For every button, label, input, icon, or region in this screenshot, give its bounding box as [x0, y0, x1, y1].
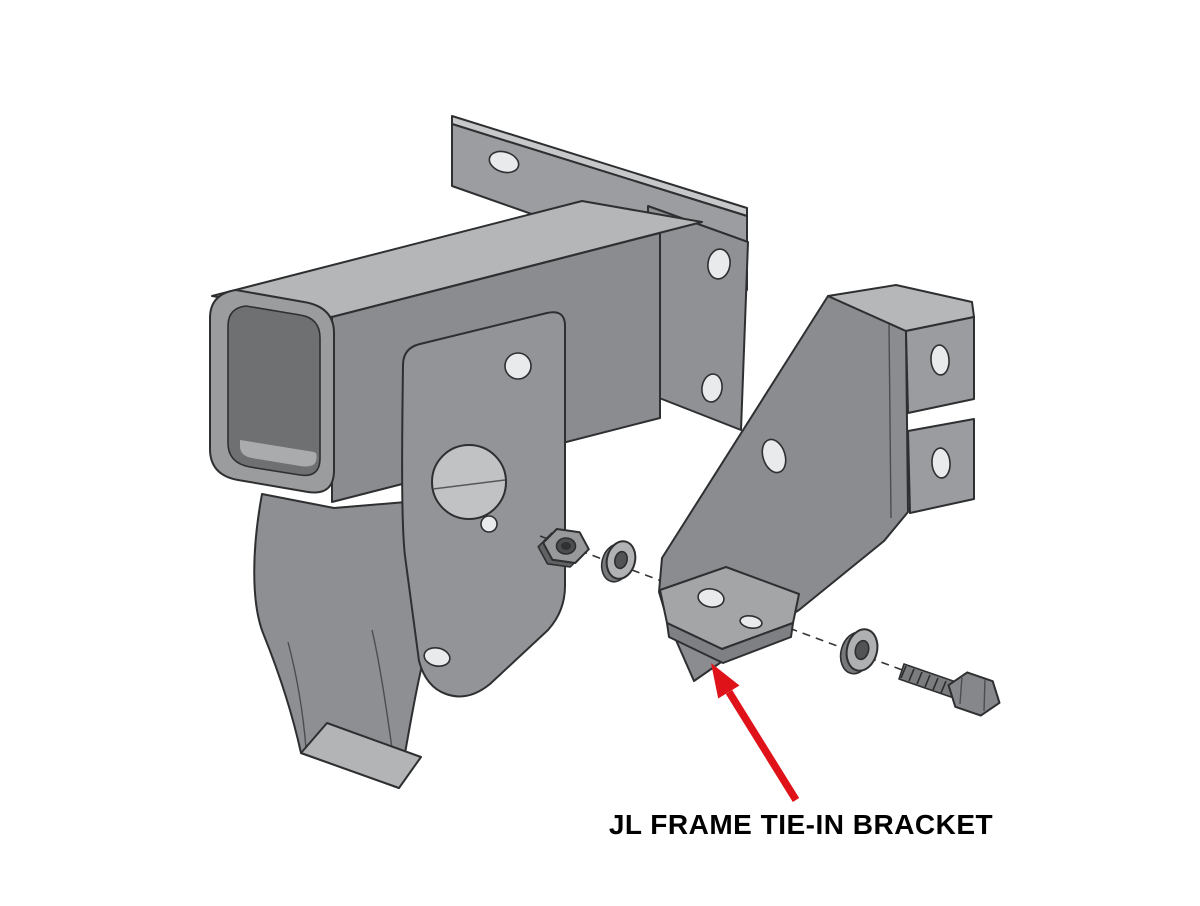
plate-hole-icon — [488, 150, 520, 174]
bracket-tab-slot-icon — [930, 344, 950, 376]
leg-hole-icon — [423, 646, 451, 668]
bracket-tab-slot-icon — [931, 447, 951, 479]
bracket-foot-hole-icon — [697, 588, 725, 608]
frame-rail-end-plate — [647, 205, 749, 431]
callout-label: JL FRAME TIE-IN BRACKET — [609, 809, 993, 840]
bracket-foot-slot-icon — [739, 614, 763, 630]
jl-frame-tie-in-bracket — [658, 284, 975, 682]
bracket-slot-icon — [761, 438, 787, 474]
gusset-hole-icon — [480, 515, 498, 533]
hex-nut — [537, 528, 590, 568]
flat-washer-outer — [839, 628, 879, 675]
leg-end-face-icon — [300, 722, 422, 789]
plate-hole-icon — [701, 373, 723, 403]
bracket-top-flange-icon — [827, 284, 975, 332]
drop-leg — [253, 493, 446, 789]
flat-washer-inner — [600, 540, 637, 583]
plate-hole-icon — [707, 248, 731, 280]
callout-arrowhead-icon — [711, 663, 740, 699]
tube-opening-icon — [227, 305, 321, 477]
gusset-hole-icon — [504, 352, 532, 380]
hex-bolt — [898, 663, 1001, 717]
callout-arrow — [711, 663, 800, 802]
front-gusset-plate — [401, 311, 566, 698]
callout-arrow-shaft — [725, 690, 800, 802]
gusset-large-hole-icon — [431, 444, 507, 520]
